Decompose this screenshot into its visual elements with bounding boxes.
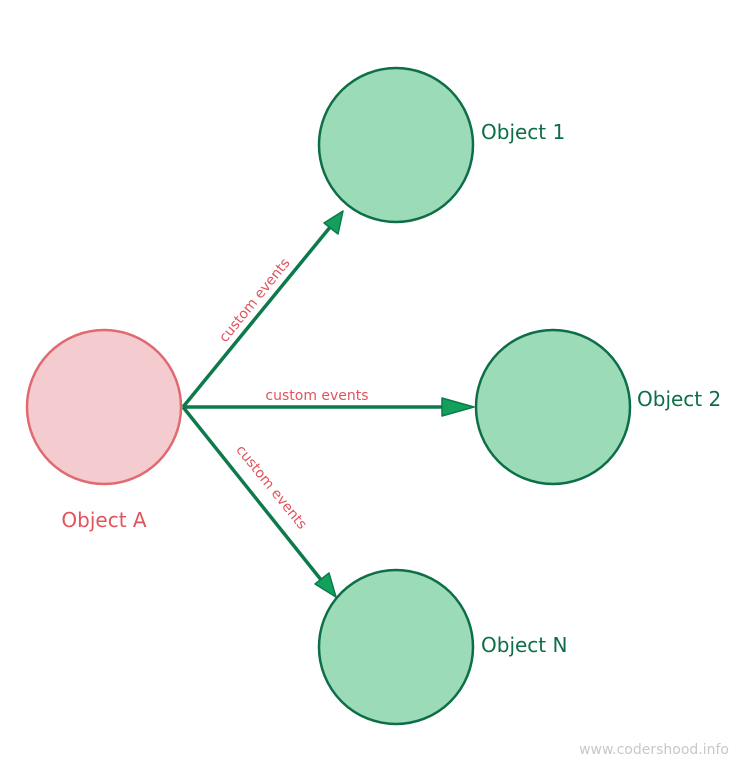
watermark: www.codershood.info bbox=[579, 742, 729, 758]
label-object-a: Object A bbox=[61, 508, 146, 532]
label-object-1: Object 1 bbox=[481, 120, 565, 144]
edges bbox=[181, 210, 475, 598]
node-object-a bbox=[25, 328, 183, 486]
label-object-n: Object N bbox=[481, 633, 567, 657]
arrowhead-to-1 bbox=[323, 210, 344, 235]
arrowhead-to-n bbox=[314, 572, 337, 598]
node-object-1 bbox=[317, 66, 475, 224]
edge-label-to-2: custom events bbox=[265, 388, 368, 404]
edge-a-to-1 bbox=[181, 224, 333, 409]
edge-label-to-1: custom events bbox=[216, 255, 293, 345]
node-object-2 bbox=[474, 328, 632, 486]
node-object-n bbox=[317, 568, 475, 726]
edge-a-to-n bbox=[181, 405, 324, 583]
label-object-2: Object 2 bbox=[637, 387, 721, 411]
arrowhead-to-2 bbox=[441, 397, 475, 417]
